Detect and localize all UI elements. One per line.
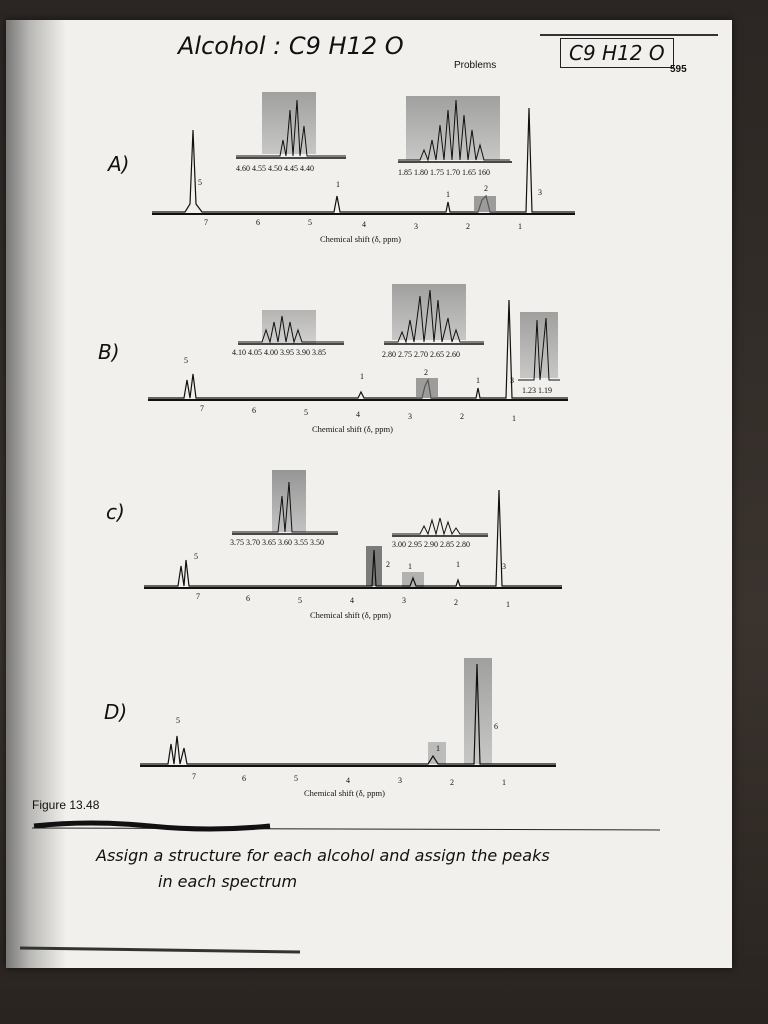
spectrum-a-tick-7: 7 (204, 218, 208, 227)
spectrum-d-tick-7: 7 (192, 772, 196, 781)
spectrum-c-int-4: 1 (456, 560, 460, 569)
spectrum-a-tick-5: 5 (308, 218, 312, 227)
spectrum-a (152, 92, 575, 215)
spectrum-c-int-5: 3 (502, 562, 506, 571)
spectrum-d-label: D) (104, 700, 128, 724)
spectrum-b (148, 284, 568, 401)
instruction-line-1: Assign a structure for each alcohol and … (96, 846, 550, 865)
paper-edge-shadow (6, 20, 66, 968)
spectrum-b-int-1: 5 (184, 356, 188, 365)
spectrum-b-int-2: 1 (360, 372, 364, 381)
spectrum-a-inset2-ticks: 1.85 1.80 1.75 1.70 1.65 160 (398, 168, 490, 177)
spectrum-b-tick-1: 1 (512, 414, 516, 423)
spectrum-b-inset1-ticks: 4.10 4.05 4.00 3.95 3.90 3.85 (232, 348, 326, 357)
spectrum-d-tick-6: 6 (242, 774, 246, 783)
spectrum-b-tick-7: 7 (200, 404, 204, 413)
spectrum-c (144, 470, 562, 589)
paper-sheet (6, 20, 732, 968)
spectrum-b-int-5: 3 (510, 376, 514, 385)
spectrum-c-tick-4: 4 (350, 596, 354, 605)
spectrum-c-label: c) (106, 500, 125, 524)
spectrum-b-int-4: 1 (476, 376, 480, 385)
spectrum-d-int-3: 6 (494, 722, 498, 731)
instruction-line-2: in each spectrum (158, 872, 298, 891)
spectrum-b-label: B) (98, 340, 120, 364)
spectrum-c-int-1: 5 (194, 552, 198, 561)
spectrum-c-tick-1: 1 (506, 600, 510, 609)
spectrum-b-tick-4: 4 (356, 410, 360, 419)
handwritten-header: Alcohol : C9 H12 O (178, 32, 404, 60)
spectrum-c-tick-3: 3 (402, 596, 406, 605)
spectrum-c-tick-7: 7 (196, 592, 200, 601)
spectrum-a-tick-3: 3 (414, 222, 418, 231)
handwritten-formula-box: C9 H12 O (560, 38, 674, 68)
spectrum-c-int-2: 2 (386, 560, 390, 569)
spectrum-b-inset2-ticks: 2.80 2.75 2.70 2.65 2.60 (382, 350, 460, 359)
spectrum-c-xlabel: Chemical shift (δ, ppm) (310, 610, 391, 620)
spectrum-a-int-4: 2 (484, 184, 488, 193)
spectrum-a-int-5: 3 (538, 188, 542, 197)
spectrum-d-tick-5: 5 (294, 774, 298, 783)
spectrum-a-inset1-ticks: 4.60 4.55 4.50 4.45 4.40 (236, 164, 314, 173)
spectrum-a-int-3: 1 (446, 190, 450, 199)
spectrum-d-tick-1: 1 (502, 778, 506, 787)
spectrum-d (140, 658, 556, 767)
spectrum-b-inset3-ticks: 1.23 1.19 (522, 386, 552, 395)
page-heading: Problems (454, 60, 497, 71)
page-number: 595 (670, 64, 687, 75)
spectrum-a-label: A) (108, 152, 130, 176)
spectrum-d-xlabel: Chemical shift (δ, ppm) (304, 788, 385, 798)
spectrum-a-tick-6: 6 (256, 218, 260, 227)
spectrum-b-int-3: 2 (424, 368, 428, 377)
figure-label: Figure 13.48 (32, 798, 100, 812)
spectrum-d-int-2: 1 (436, 744, 440, 753)
spectrum-a-int-1: 5 (198, 178, 202, 187)
spectrum-b-tick-6: 6 (252, 406, 256, 415)
spectrum-b-tick-3: 3 (408, 412, 412, 421)
header-rule (540, 34, 718, 36)
spectrum-a-tick-2: 2 (466, 222, 470, 231)
spectrum-a-tick-1: 1 (518, 222, 522, 231)
spectrum-c-tick-2: 2 (454, 598, 458, 607)
spectrum-c-inset2-ticks: 3.00 2.95 2.90 2.85 2.80 (392, 540, 470, 549)
spectrum-d-tick-2: 2 (450, 778, 454, 787)
spectrum-a-xlabel: Chemical shift (δ, ppm) (320, 234, 401, 244)
spectrum-d-tick-4: 4 (346, 776, 350, 785)
spectrum-b-tick-5: 5 (304, 408, 308, 417)
spectrum-b-xlabel: Chemical shift (δ, ppm) (312, 424, 393, 434)
spectrum-d-tick-3: 3 (398, 776, 402, 785)
spectrum-c-inset1-ticks: 3.75 3.70 3.65 3.60 3.55 3.50 (230, 538, 324, 547)
spectrum-d-int-1: 5 (176, 716, 180, 725)
spectrum-c-tick-5: 5 (298, 596, 302, 605)
spectrum-a-int-2: 1 (336, 180, 340, 189)
spectrum-b-tick-2: 2 (460, 412, 464, 421)
spectrum-a-tick-4: 4 (362, 220, 366, 229)
spectrum-c-int-3: 1 (408, 562, 412, 571)
spectrum-c-tick-6: 6 (246, 594, 250, 603)
